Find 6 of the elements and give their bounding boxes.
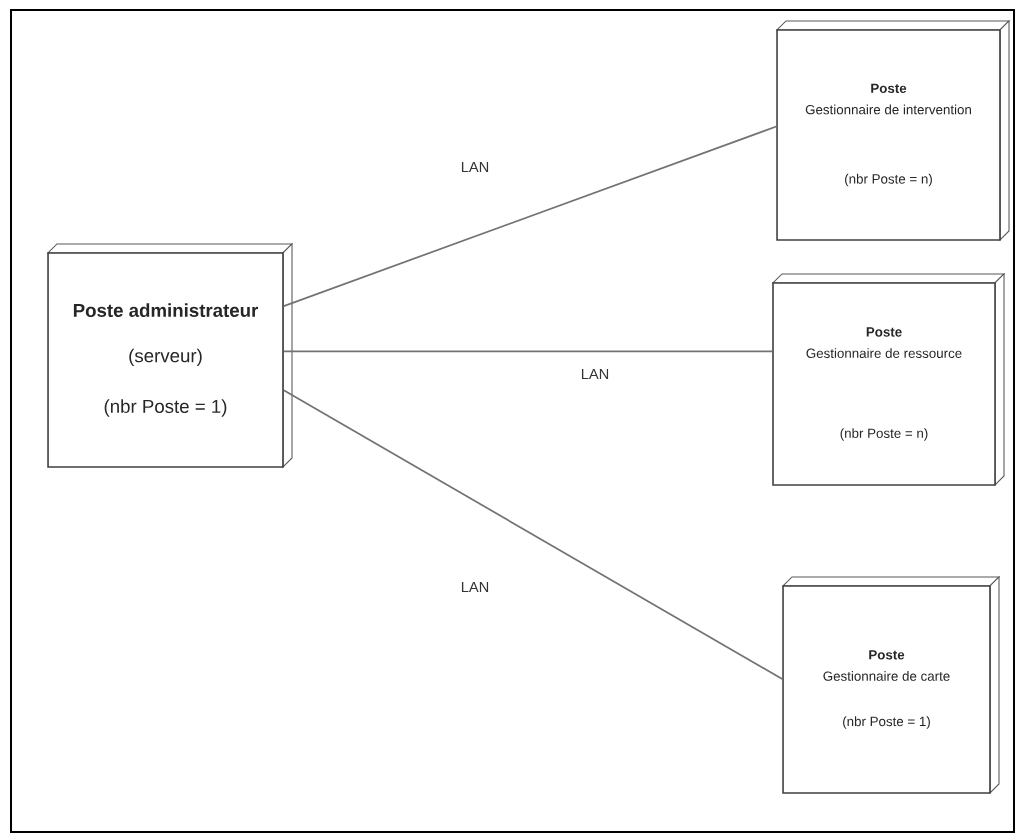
connector-line <box>282 125 778 307</box>
edge-label: LAN <box>455 156 495 178</box>
connector-line <box>282 389 784 680</box>
connector-line <box>282 350 774 353</box>
edge-label: LAN <box>575 363 615 385</box>
edge-label: LAN <box>455 576 495 598</box>
